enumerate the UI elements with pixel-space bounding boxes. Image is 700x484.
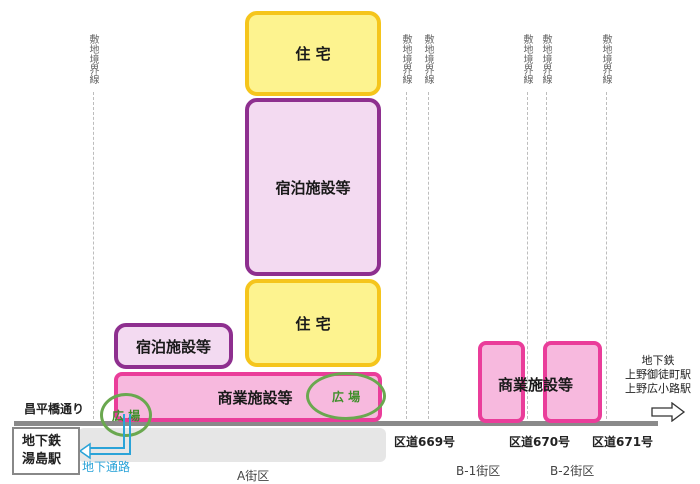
boundary-label-1: 敷地境界線 bbox=[87, 34, 98, 84]
plaza-left: 広 場 bbox=[100, 393, 152, 437]
ground-line bbox=[14, 421, 658, 426]
boundary-line-2 bbox=[406, 92, 407, 424]
boundary-line-6 bbox=[606, 92, 607, 424]
boundary-label-4: 敷地境界線 bbox=[521, 34, 532, 84]
road-shohei: 昌平橋通り bbox=[24, 402, 85, 416]
lodging-block-tall: 宿泊施設等 bbox=[245, 98, 381, 276]
yushima-station-line1: 地下鉄 bbox=[22, 434, 62, 449]
plaza-right: 広 場 bbox=[306, 372, 386, 420]
road-670: 区道670号 bbox=[509, 435, 571, 449]
boundary-line-3 bbox=[428, 92, 429, 424]
yushima-station-box: 地下鉄 湯島駅 bbox=[12, 427, 80, 475]
boundary-line-5 bbox=[546, 92, 547, 424]
ueno-station-line1: 地下鉄 bbox=[641, 354, 675, 367]
district-b1: B-1街区 bbox=[456, 464, 501, 478]
district-a: A街区 bbox=[237, 469, 270, 483]
ueno-station-line3: 上野広小路駅 bbox=[625, 382, 691, 395]
housing-block-mid: 住 宅 bbox=[245, 279, 381, 367]
boundary-label-3: 敷地境界線 bbox=[422, 34, 433, 84]
road-671: 区道671号 bbox=[592, 435, 654, 449]
road-669: 区道669号 bbox=[394, 435, 456, 449]
ueno-station-line2: 上野御徒町駅 bbox=[625, 368, 691, 381]
boundary-label-5: 敷地境界線 bbox=[540, 34, 551, 84]
boundary-label-2: 敷地境界線 bbox=[400, 34, 411, 84]
underground-passage-label: 地下通路 bbox=[82, 460, 131, 474]
ueno-station-label: 地下鉄 上野御徒町駅 上野広小路駅 bbox=[620, 354, 696, 396]
yushima-station-line2: 湯島駅 bbox=[22, 452, 62, 467]
district-b2: B-2街区 bbox=[550, 464, 595, 478]
commercial-block-b1 bbox=[478, 341, 525, 423]
boundary-line-1 bbox=[93, 92, 94, 424]
right-arrow-icon bbox=[651, 402, 686, 422]
commercial-b-label: 商業施設等 bbox=[498, 376, 574, 394]
commercial-block-a-label: 商業施設等 bbox=[217, 388, 293, 407]
lodging-block-small: 宿泊施設等 bbox=[114, 323, 233, 369]
plaza-right-label: 広 場 bbox=[331, 389, 361, 404]
commercial-block-b2 bbox=[543, 341, 602, 423]
plaza-left-label: 広 場 bbox=[111, 408, 141, 423]
housing-block-top: 住 宅 bbox=[245, 11, 381, 96]
underground-passage-arrow bbox=[78, 414, 131, 460]
boundary-line-4 bbox=[527, 92, 528, 424]
boundary-label-6: 敷地境界線 bbox=[600, 34, 611, 84]
